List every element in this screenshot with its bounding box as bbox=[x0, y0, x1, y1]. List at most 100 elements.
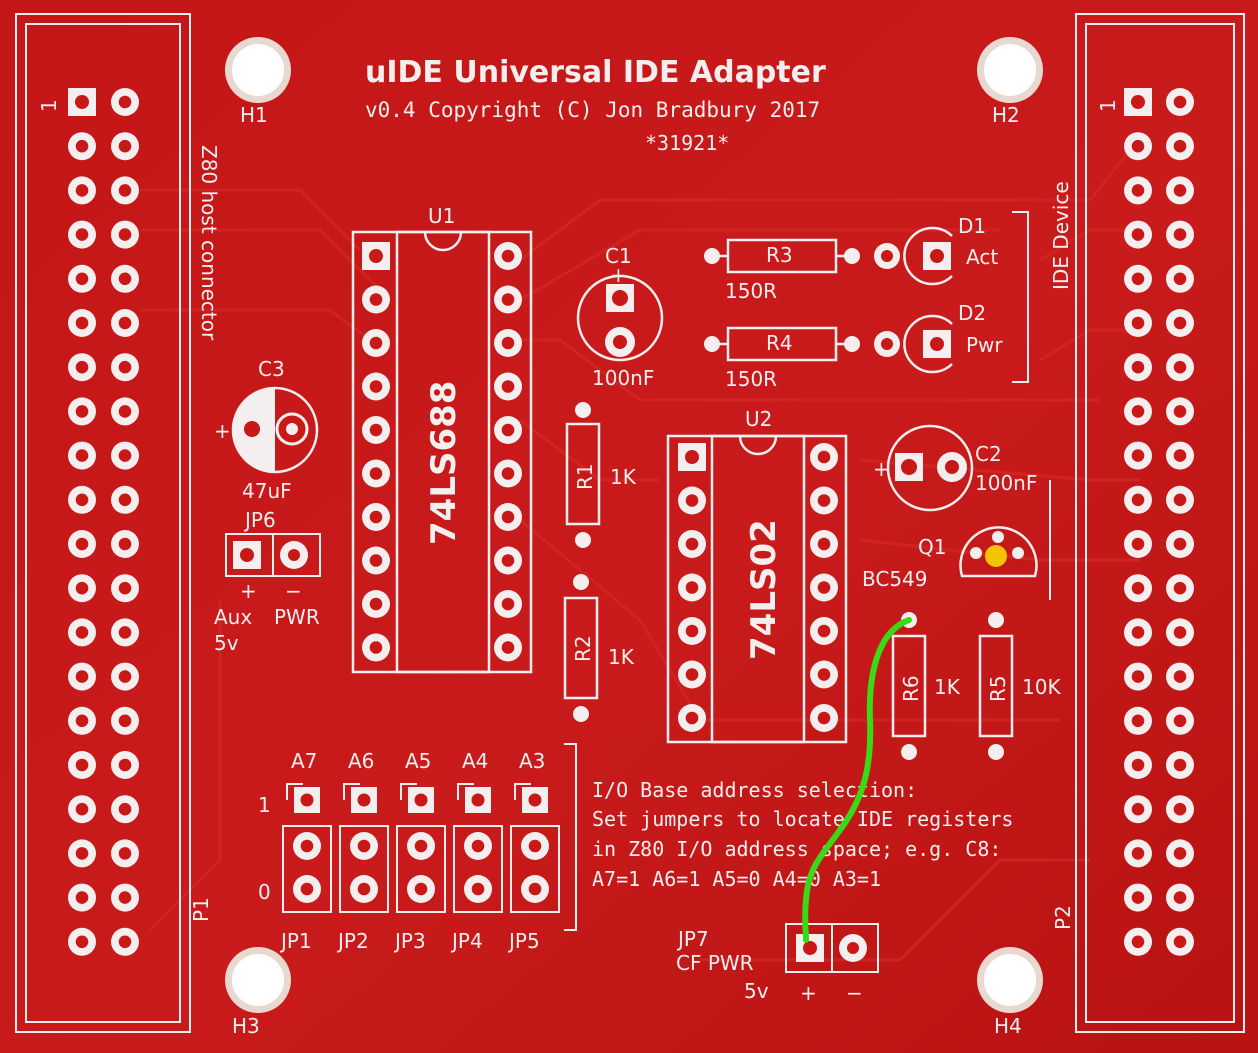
drill-hole bbox=[471, 793, 485, 807]
r1-ref: R1 bbox=[573, 463, 597, 490]
r1-value: 1K bbox=[610, 465, 637, 489]
d2-label: Pwr bbox=[966, 333, 1003, 357]
drill-hole bbox=[1173, 802, 1187, 816]
address-row-1-label: 1 bbox=[258, 793, 271, 817]
r2-ref: R2 bbox=[571, 635, 595, 662]
jp6-label-aux: Aux bbox=[214, 605, 252, 629]
drill-hole bbox=[118, 184, 132, 197]
drill-hole bbox=[75, 360, 89, 374]
drill-hole bbox=[75, 935, 89, 949]
address-bit-label: A6 bbox=[348, 749, 374, 773]
drill-hole bbox=[528, 839, 542, 853]
p1-ref: P1 bbox=[189, 897, 213, 922]
drill-hole bbox=[1131, 714, 1145, 728]
jp7-label-5v: 5v bbox=[744, 979, 769, 1003]
r4-resistor bbox=[704, 326, 860, 362]
u2-ref: U2 bbox=[745, 407, 772, 431]
copper-traces bbox=[140, 149, 1140, 962]
drill-hole bbox=[300, 882, 314, 896]
r1-resistor bbox=[565, 402, 601, 548]
drill-hole bbox=[501, 510, 515, 524]
c1-value: 100nF bbox=[592, 366, 654, 390]
drill-hole bbox=[685, 711, 699, 725]
drill-hole bbox=[118, 405, 132, 418]
u2-part-number: 74LS02 bbox=[744, 519, 784, 660]
drill-hole bbox=[685, 537, 699, 551]
d1-led bbox=[874, 226, 953, 286]
jp7-label-cfpwr: CF PWR bbox=[676, 951, 754, 975]
r3-ref: R3 bbox=[766, 243, 793, 267]
drill-hole bbox=[118, 802, 132, 816]
hole-label-h2: H2 bbox=[992, 103, 1020, 127]
led-bracket bbox=[1012, 211, 1029, 383]
drill-hole bbox=[1173, 714, 1187, 728]
drill-hole bbox=[1131, 670, 1145, 683]
drill-hole bbox=[1131, 847, 1145, 860]
r6-resistor bbox=[891, 612, 927, 760]
drill-hole bbox=[75, 670, 89, 683]
drill-hole bbox=[118, 95, 132, 109]
drill-hole bbox=[1173, 272, 1187, 286]
jumper-outline bbox=[453, 825, 503, 913]
drill-hole bbox=[1173, 493, 1187, 507]
drill-hole bbox=[357, 882, 371, 896]
jp6-plus: + bbox=[240, 579, 257, 603]
drill-hole bbox=[369, 336, 383, 350]
drill-hole bbox=[501, 336, 515, 350]
r2-resistor bbox=[563, 574, 599, 722]
pin1-marker bbox=[343, 783, 360, 800]
drill-hole bbox=[118, 626, 132, 639]
note-line-1: I/O Base address selection: bbox=[592, 778, 917, 802]
r6-ref: R6 bbox=[899, 675, 923, 702]
address-jumper-ref: JP2 bbox=[336, 929, 369, 953]
drill-hole bbox=[1173, 935, 1187, 949]
address-bit-label: A3 bbox=[519, 749, 545, 773]
drill-hole bbox=[118, 537, 132, 551]
drill-hole bbox=[75, 714, 89, 728]
drill-hole bbox=[75, 802, 89, 816]
drill-hole bbox=[357, 793, 371, 807]
drill-hole bbox=[369, 293, 383, 306]
drill-hole bbox=[501, 293, 515, 306]
drill-hole bbox=[501, 554, 515, 567]
r4-ref: R4 bbox=[766, 331, 793, 355]
drill-hole bbox=[1131, 95, 1145, 109]
pin1-marker bbox=[400, 783, 417, 800]
drill-hole bbox=[817, 450, 831, 464]
drill-hole bbox=[75, 581, 89, 595]
drill-hole bbox=[369, 423, 383, 437]
drill-hole bbox=[685, 494, 699, 507]
drill-hole bbox=[118, 316, 132, 330]
address-jumper-ref: JP3 bbox=[393, 929, 426, 953]
jumper-outline bbox=[339, 825, 389, 913]
c3-value: 47uF bbox=[242, 479, 292, 503]
drill-hole bbox=[685, 581, 699, 594]
drill-hole bbox=[75, 537, 89, 551]
drill-hole bbox=[471, 839, 485, 853]
jp6-jumper bbox=[225, 533, 321, 577]
r5-resistor bbox=[978, 612, 1014, 760]
drill-hole bbox=[817, 668, 831, 681]
drill-hole bbox=[369, 467, 383, 480]
d2-led bbox=[874, 314, 953, 374]
green-bodge-wire bbox=[802, 617, 912, 943]
p2-connector-label: IDE Device bbox=[1049, 181, 1073, 290]
drill-hole bbox=[369, 249, 383, 263]
c1-capacitor: + bbox=[576, 263, 664, 362]
d2-ref: D2 bbox=[958, 301, 986, 325]
drill-hole bbox=[75, 891, 89, 904]
drill-hole bbox=[1173, 139, 1187, 153]
drill-hole bbox=[118, 581, 132, 595]
drill-hole bbox=[75, 493, 89, 507]
drill-hole bbox=[817, 581, 831, 594]
mounting-holes bbox=[225, 37, 1043, 1013]
drill-hole bbox=[75, 272, 89, 286]
board-subtitle: v0.4 Copyright (C) Jon Bradbury 2017 bbox=[365, 98, 820, 122]
drill-hole bbox=[1173, 626, 1187, 639]
board-serial: *31921* bbox=[645, 131, 729, 155]
u1-ref: U1 bbox=[428, 204, 455, 228]
drill-hole bbox=[369, 510, 383, 524]
drill-hole bbox=[685, 450, 699, 464]
